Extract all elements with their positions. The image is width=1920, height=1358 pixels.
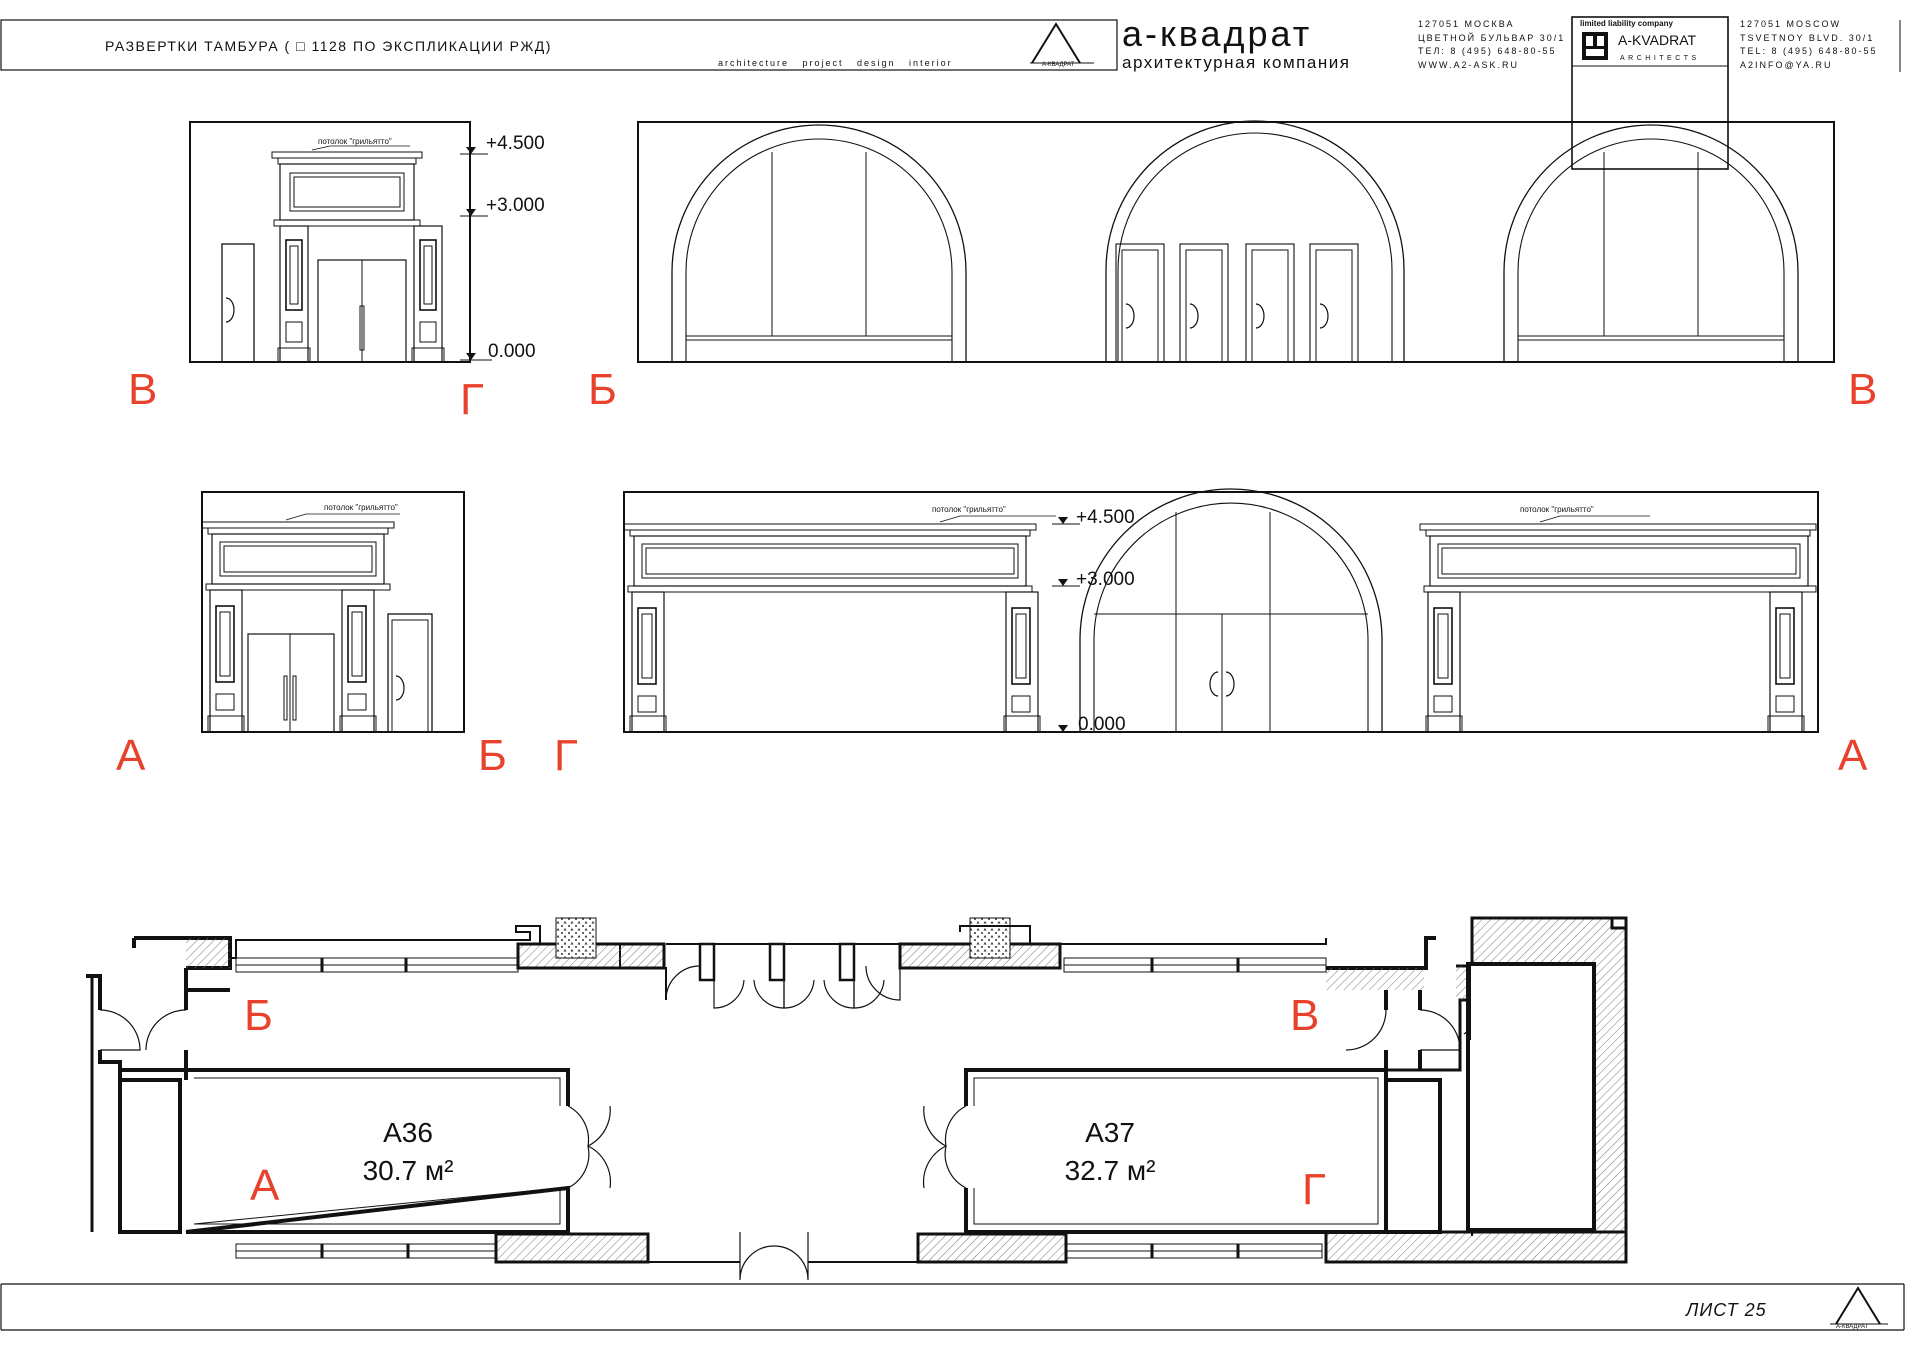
footer-logo-caption: А-КВАДРАТ	[1836, 1324, 1869, 1330]
ceiling-note: потолок "грильятто"	[324, 503, 398, 512]
address-ru: 127051 МОСКВА ЦВЕТНОЙ БУЛЬВАР 30/1 ТЕЛ: …	[1418, 19, 1565, 70]
address-ru-line: ТЕЛ: 8 (495) 648-80-55	[1418, 46, 1556, 56]
title-block-footer: ЛИСТ 25 А-КВАДРАТ	[0, 1283, 1905, 1331]
pilaster	[629, 591, 667, 733]
arched-entrance	[1079, 488, 1383, 732]
sheet-number: ЛИСТ 25	[1685, 1300, 1767, 1320]
pilaster	[339, 589, 377, 733]
triangle-logo-icon	[1830, 1286, 1888, 1325]
pilaster	[1425, 591, 1463, 733]
brand-subtitle-ru: архитектурная компания	[1122, 53, 1350, 72]
axis-marker: В	[128, 365, 157, 414]
room-id: А37	[1085, 1117, 1135, 1148]
axis-marker: А	[1838, 731, 1868, 780]
view-marker: Г	[1302, 1165, 1326, 1214]
room-area: 32.7 м²	[1065, 1155, 1156, 1186]
address-en-line: A2INFO@YA.RU	[1740, 60, 1832, 70]
arched-window	[1503, 124, 1799, 362]
address-en-line: TSVETNOY BLVD. 30/1	[1740, 33, 1874, 43]
ceiling-note: потолок "грильятто"	[932, 505, 1006, 514]
view-marker: А	[250, 1161, 280, 1210]
level-marks-elevation-1: +4.500 +3.000 0.000	[460, 133, 545, 362]
level-mark: 0.000	[1078, 714, 1126, 735]
address-en: 127051 MOSCOW TSVETNOY BLVD. 30/1 TEL: 8…	[1740, 19, 1878, 70]
arched-entrance	[1105, 120, 1405, 363]
pilaster	[277, 225, 311, 363]
address-ru-line: ЦВЕТНОЙ БУЛЬВАР 30/1	[1418, 32, 1565, 43]
brand-name-ru: а-квадрат	[1122, 13, 1312, 54]
llc-label: limited liability company	[1580, 19, 1673, 28]
room-id: А36	[383, 1117, 433, 1148]
address-ru-line: 127051 МОСКВА	[1418, 19, 1514, 29]
building-logo-icon	[1582, 32, 1608, 60]
view-marker: В	[1290, 991, 1319, 1040]
ceiling-note: потолок "грильятто"	[318, 137, 392, 146]
address-en-line: 127051 MOSCOW	[1740, 19, 1841, 29]
pilaster	[411, 225, 445, 363]
floor-plan: А36 30.7 м² А37 32.7 м²	[86, 916, 1628, 1281]
axis-marker: Г	[460, 375, 484, 424]
brand-name-en: A-KVADRAT	[1618, 32, 1696, 48]
view-marker: Б	[244, 991, 273, 1040]
elevation-b-v	[637, 120, 1835, 363]
english-brand-box	[1571, 16, 1729, 170]
level-mark: +3.000	[486, 195, 545, 216]
level-marks-elevation-4: +4.500 +3.000 0.000	[1052, 507, 1135, 735]
pilaster	[1767, 591, 1805, 733]
room-area: 30.7 м²	[363, 1155, 454, 1186]
company-tagline: architecture project design interior	[718, 58, 953, 68]
axis-marker: Б	[478, 731, 507, 780]
level-mark: +4.500	[486, 133, 545, 154]
axis-marker: В	[1848, 365, 1877, 414]
triangle-logo-icon	[1030, 22, 1094, 64]
room-a36: А36 30.7 м²	[185, 1068, 612, 1234]
address-en-line: TEL: 8 (495) 648-80-55	[1740, 46, 1878, 56]
level-mark: +3.000	[1076, 569, 1135, 590]
brand-subtitle-en: ARCHITECTS	[1620, 55, 1700, 62]
sheet-title: РАЗВЕРТКИ ТАМБУРА ( □ 1128 ПО ЭКСПЛИКАЦИ…	[105, 38, 552, 54]
ceiling-note: потолок "грильятто"	[1520, 505, 1594, 514]
arched-window	[671, 124, 967, 362]
elevation-v-g: потолок "грильятто"	[189, 121, 471, 363]
axis-marker: Б	[588, 365, 617, 414]
level-mark: +4.500	[1076, 507, 1135, 528]
axis-marker: А	[116, 731, 146, 780]
elevation-a-b: потолок "грильятто"	[201, 491, 465, 733]
pilaster	[207, 589, 245, 733]
address-ru-line: WWW.A2-ASK.RU	[1418, 60, 1519, 70]
elevation-g-a: потолок "грильятто"	[623, 488, 1819, 733]
title-block-header: РАЗВЕРТКИ ТАМБУРА ( □ 1128 ПО ЭКСПЛИКАЦИ…	[0, 13, 1901, 170]
axis-marker: Г	[554, 731, 578, 780]
logo-caption: А-КВАДРАТ	[1042, 62, 1075, 68]
pilaster	[1003, 591, 1041, 733]
level-mark: 0.000	[488, 341, 536, 362]
